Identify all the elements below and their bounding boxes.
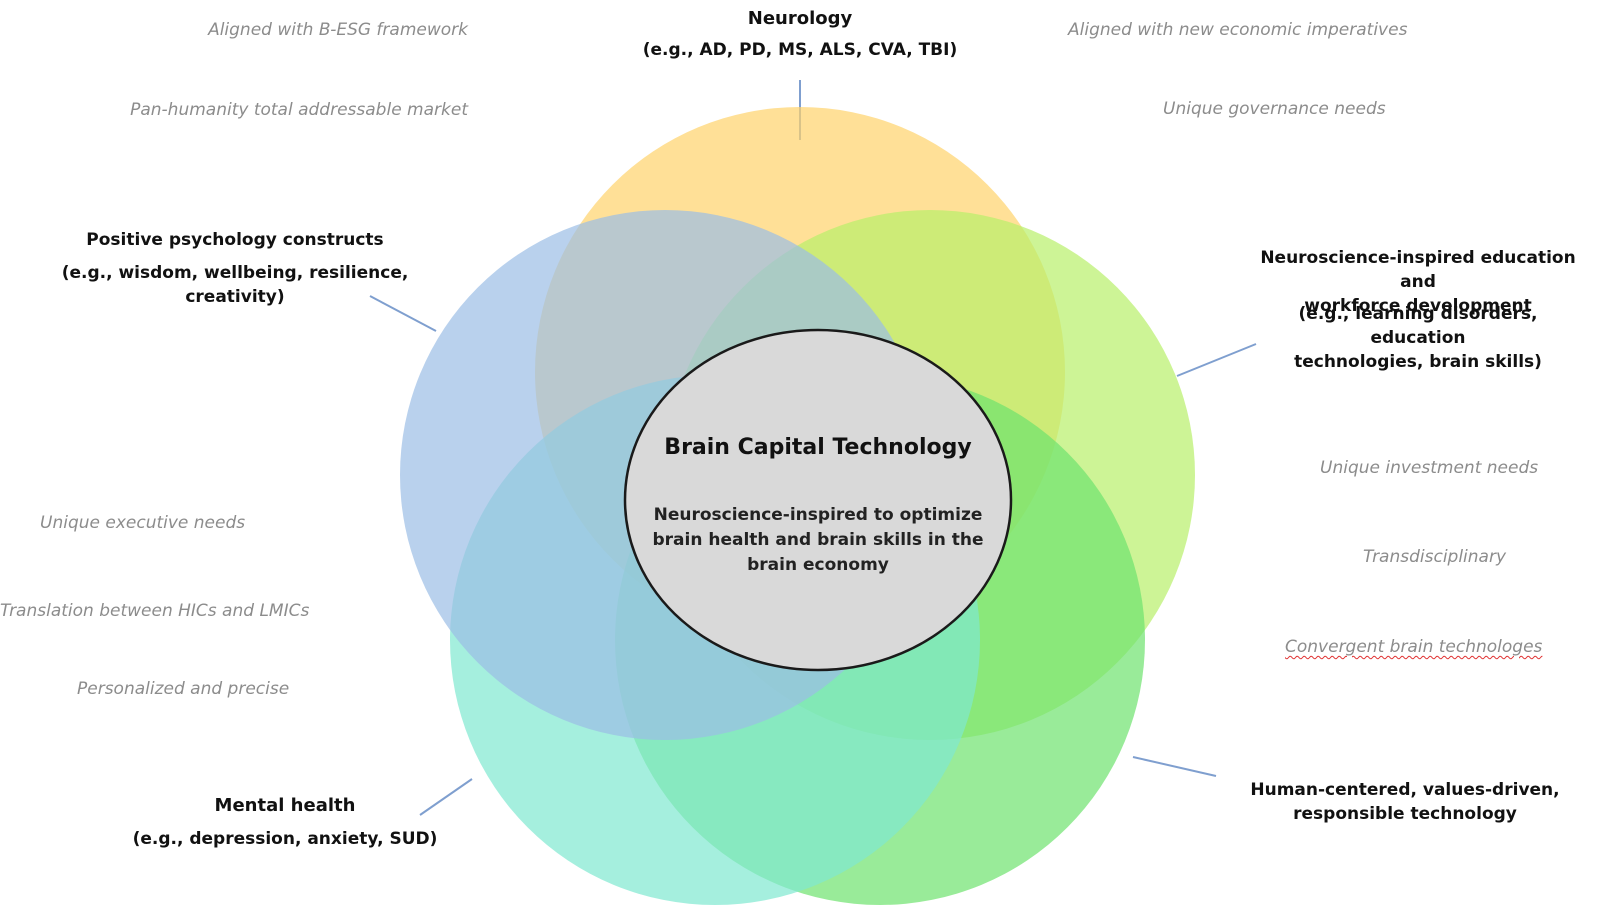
neurology-title: Neurology <box>747 8 853 29</box>
attribute-left: Personalized and precise <box>77 679 290 699</box>
center-ellipse <box>623 328 1013 672</box>
neurology-examples: (e.g., AD, PD, MS, ALS, CVA, TBI) <box>642 40 958 60</box>
education-examples: (e.g., learning disorders, education tec… <box>1294 304 1542 372</box>
positive-psychology-examples: (e.g., wisdom, wellbeing, resilience, cr… <box>61 263 409 307</box>
attribute-right: Transdisciplinary <box>1363 547 1507 567</box>
connector-positive-psychology <box>369 295 437 332</box>
center-title: Brain Capital Technology <box>664 435 972 460</box>
attribute-left: Pan-humanity total addressable market <box>130 100 468 120</box>
attribute-right: Unique investment needs <box>1320 458 1539 478</box>
mental-health-examples: (e.g., depression, anxiety, SUD) <box>132 829 438 849</box>
attribute-left: Aligned with B-ESG framework <box>208 20 468 40</box>
attribute-right: Convergent brain technologes <box>1285 637 1543 657</box>
connector-education <box>1176 343 1257 377</box>
attribute-left: Translation between HICs and LMICs <box>0 601 310 621</box>
positive-psychology-title: Positive psychology constructs <box>86 230 384 250</box>
attribute-left: Unique executive needs <box>40 513 246 533</box>
center-description: Neuroscience-inspired to optimize brain … <box>652 505 984 575</box>
connector-mental-health <box>419 778 473 816</box>
connector-responsible-tech <box>1132 756 1217 777</box>
responsible-tech-title: Human-centered, values-driven, responsib… <box>1250 780 1560 824</box>
mental-health-title: Mental health <box>214 795 356 816</box>
education-title: Neuroscience-inspired education and work… <box>1260 248 1576 316</box>
attribute-right: Unique governance needs <box>1163 99 1386 119</box>
attribute-right: Aligned with new economic imperatives <box>1068 20 1408 40</box>
